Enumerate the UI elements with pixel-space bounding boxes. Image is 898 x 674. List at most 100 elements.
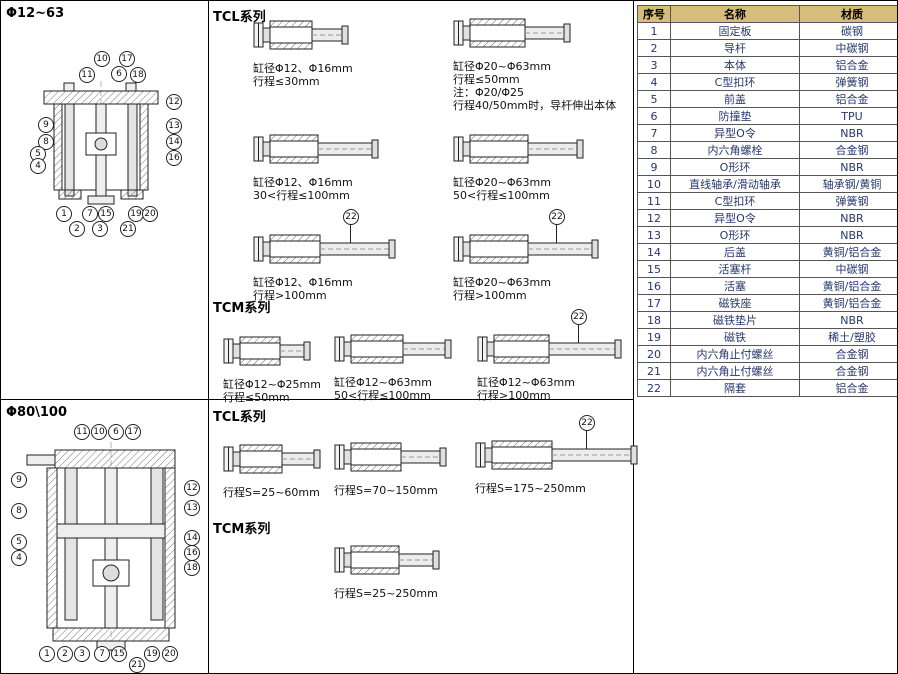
table-cell: TPU [799,107,897,125]
part-callout-22: 22 [549,209,565,225]
part-callout-12: 12 [184,480,200,496]
part-callout-20: 20 [142,206,158,222]
cross-section-drawing-large-bore [13,442,198,656]
part-callout-22: 22 [343,209,359,225]
table-cell: 隔套 [670,379,800,397]
table-cell: 固定板 [670,22,800,40]
figure-caption-line: 50<行程≤100mm [453,189,550,202]
column-header: 名称 [670,5,800,23]
part-callout-5: 5 [11,534,27,550]
part-callout-8: 8 [11,503,27,519]
part-callout-19: 19 [144,646,160,662]
cylinder-figure [477,329,623,373]
table-cell: 活塞杆 [670,260,800,278]
cylinder-figure [334,540,441,584]
figure-caption-line: 缸径Φ12、Φ16mm [253,176,353,189]
figure-caption-line: 缸径Φ12、Φ16mm [253,62,353,75]
part-callout-15: 15 [111,646,127,662]
table-cell: 16 [637,277,671,295]
series-title-tcl-2: TCL系列 [213,410,266,425]
cylinder-figure [223,331,321,375]
figure-caption-line: 缸径Φ12~Φ25mm [223,378,321,391]
tcl-large-figure-1: 行程S=25~60mm [223,439,322,499]
figure-caption-line: 缸径Φ12~Φ63mm [477,376,575,389]
section-large-bore-drawing: Φ80\100 [1,400,209,673]
section-title-large-bore: Φ80\100 [6,405,68,420]
part-callout-15: 15 [98,206,114,222]
cylinder-figure-svg [453,134,584,164]
table-cell: 中碳钢 [799,260,897,278]
part-callout-7: 7 [94,646,110,662]
table-cell: 14 [637,243,671,261]
table-cell: 后盖 [670,243,800,261]
table-cell: O形环 [670,226,800,244]
section-title-small-bore: Φ12~63 [6,6,65,21]
figure-caption-line: 行程40/50mm时，导杆伸出本体 [453,99,617,112]
table-cell: 7 [637,124,671,142]
callout-leader-line [577,323,579,343]
figure-caption-line: 行程S=70~150mm [334,484,438,497]
cylinder-figure [253,129,380,173]
cylinder-figure [253,229,397,273]
table-cell: 内六角止付螺丝 [670,345,800,363]
figure-caption-line: 行程≤50mm [223,391,290,404]
part-callout-4: 4 [30,158,46,174]
table-cell: 异型O令 [670,209,800,227]
figure-caption-line: 行程≤50mm [453,73,520,86]
figure-caption-line: 行程S=175~250mm [475,482,586,495]
part-callout-3: 3 [92,221,108,237]
figure-caption-line: 30<行程≤100mm [253,189,350,202]
table-cell: 本体 [670,56,800,74]
table-cell: 20 [637,345,671,363]
cylinder-figure-svg [253,20,349,50]
figure-caption-line: 50<行程≤100mm [334,389,431,402]
cylinder-figure [453,13,616,57]
part-callout-6: 6 [111,66,127,82]
part-callout-10: 10 [94,51,110,67]
cylinder-figure [453,229,600,273]
series-title-tcm-2: TCM系列 [213,522,271,537]
cylinder-figure [453,129,585,173]
table-cell: 合金钢 [799,141,897,159]
table-cell: 磁铁垫片 [670,311,800,329]
figure-caption-line: 行程S=25~250mm [334,587,438,600]
table-cell: 1 [637,22,671,40]
series-title-tcm: TCM系列 [213,301,271,316]
table-cell: 铝合金 [799,56,897,74]
table-cell: O形环 [670,158,800,176]
table-cell: 铝合金 [799,90,897,108]
figure-caption-line: 行程>100mm [477,389,551,402]
cylinder-figure-svg [453,18,571,48]
part-callout-17: 17 [125,424,141,440]
table-cell: 异型O令 [670,124,800,142]
figure-caption-line: 缸径Φ12~Φ63mm [334,376,432,389]
figure-caption-line: 缸径Φ12、Φ16mm [253,276,353,289]
table-cell: 10 [637,175,671,193]
section-small-bore-drawing: Φ12~63 [1,1,209,400]
figure-caption-line: 行程≤30mm [253,75,320,88]
part-callout-21: 21 [120,221,136,237]
part-callout-13: 13 [184,500,200,516]
part-callout-18: 18 [184,560,200,576]
table-cell: 前盖 [670,90,800,108]
cylinder-figure-svg [223,336,311,366]
table-cell: NBR [799,124,897,142]
